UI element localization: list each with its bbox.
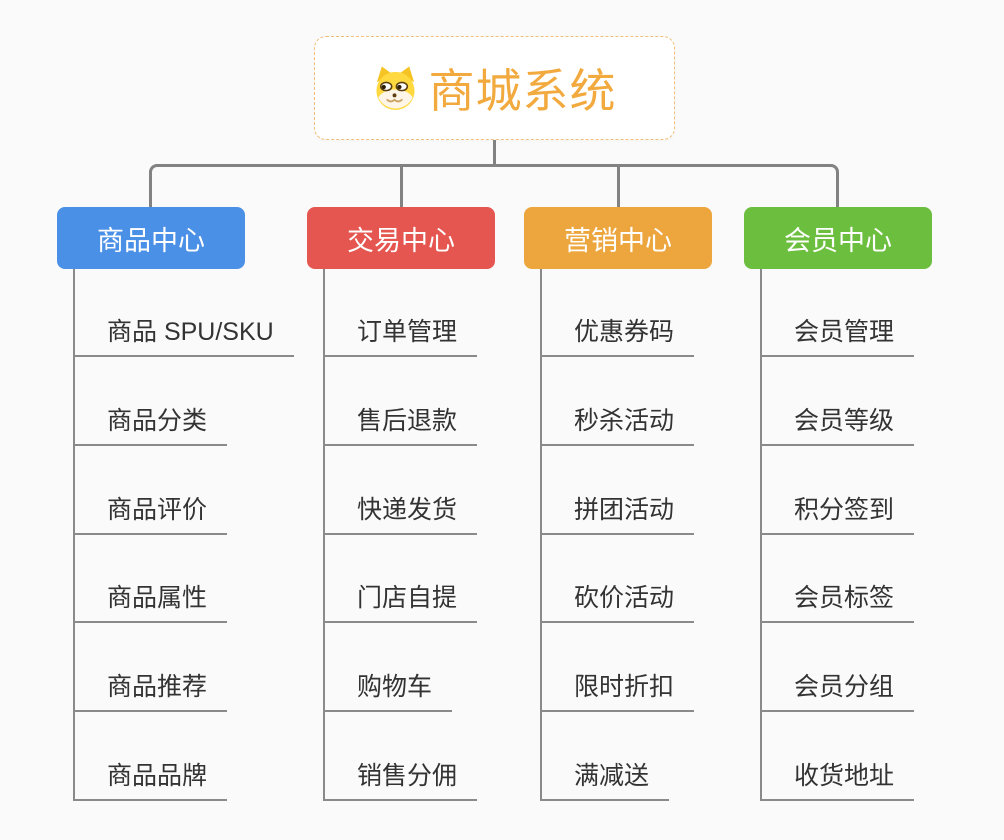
branch-drop-connector: [617, 165, 620, 207]
node-item[interactable]: 商品推荐: [73, 672, 228, 712]
node-item[interactable]: 商品品牌: [73, 761, 228, 801]
node-item[interactable]: 购物车: [323, 672, 453, 712]
node-item[interactable]: 砍价活动: [540, 583, 695, 623]
node-item[interactable]: 售后退款: [323, 406, 478, 446]
node-item[interactable]: 积分签到: [760, 495, 915, 535]
node-item[interactable]: 限时折扣: [540, 672, 695, 712]
node-item[interactable]: 会员管理: [760, 317, 915, 357]
root-stem-connector: [493, 140, 496, 164]
branch-column-member-center: 会员管理 会员等级 积分签到 会员标签 会员分组 收货地址: [760, 269, 1000, 814]
branch-column-trade-center: 订单管理 售后退款 快递发货 门店自提 购物车 销售分佣: [323, 269, 563, 814]
node-item[interactable]: 满减送: [540, 761, 670, 801]
node-item[interactable]: 快递发货: [323, 495, 478, 535]
node-item[interactable]: 商品属性: [73, 583, 228, 623]
node-item[interactable]: 销售分佣: [323, 761, 478, 801]
node-item[interactable]: 会员分组: [760, 672, 915, 712]
node-item[interactable]: 商品分类: [73, 406, 228, 446]
branch-header-product-center[interactable]: 商品中心: [57, 207, 245, 269]
node-item[interactable]: 秒杀活动: [540, 406, 695, 446]
branch-header-trade-center[interactable]: 交易中心: [307, 207, 495, 269]
node-item[interactable]: 商品 SPU/SKU: [73, 317, 294, 357]
branch-bus-connector: [149, 164, 839, 207]
root-title: 商城系统: [428, 65, 617, 117]
branch-drop-connector: [400, 165, 403, 207]
node-item[interactable]: 收货地址: [760, 761, 915, 801]
branch-header-marketing-center[interactable]: 营销中心: [524, 207, 712, 269]
node-item[interactable]: 会员标签: [760, 583, 915, 623]
node-item[interactable]: 会员等级: [760, 406, 915, 446]
dog-face-icon: [375, 66, 415, 111]
node-item[interactable]: 商品评价: [73, 495, 228, 535]
node-item[interactable]: 订单管理: [323, 317, 478, 357]
branch-column-marketing-center: 优惠券码 秒杀活动 拼团活动 砍价活动 限时折扣 满减送: [540, 269, 780, 814]
branch-header-member-center[interactable]: 会员中心: [744, 207, 932, 269]
root-node-mall-system[interactable]: 商城系统: [314, 36, 675, 140]
node-item[interactable]: 拼团活动: [540, 495, 695, 535]
node-item[interactable]: 门店自提: [323, 583, 478, 623]
node-item[interactable]: 优惠券码: [540, 317, 695, 357]
branch-column-product-center: 商品 SPU/SKU 商品分类 商品评价 商品属性 商品推荐 商品品牌: [73, 269, 313, 814]
